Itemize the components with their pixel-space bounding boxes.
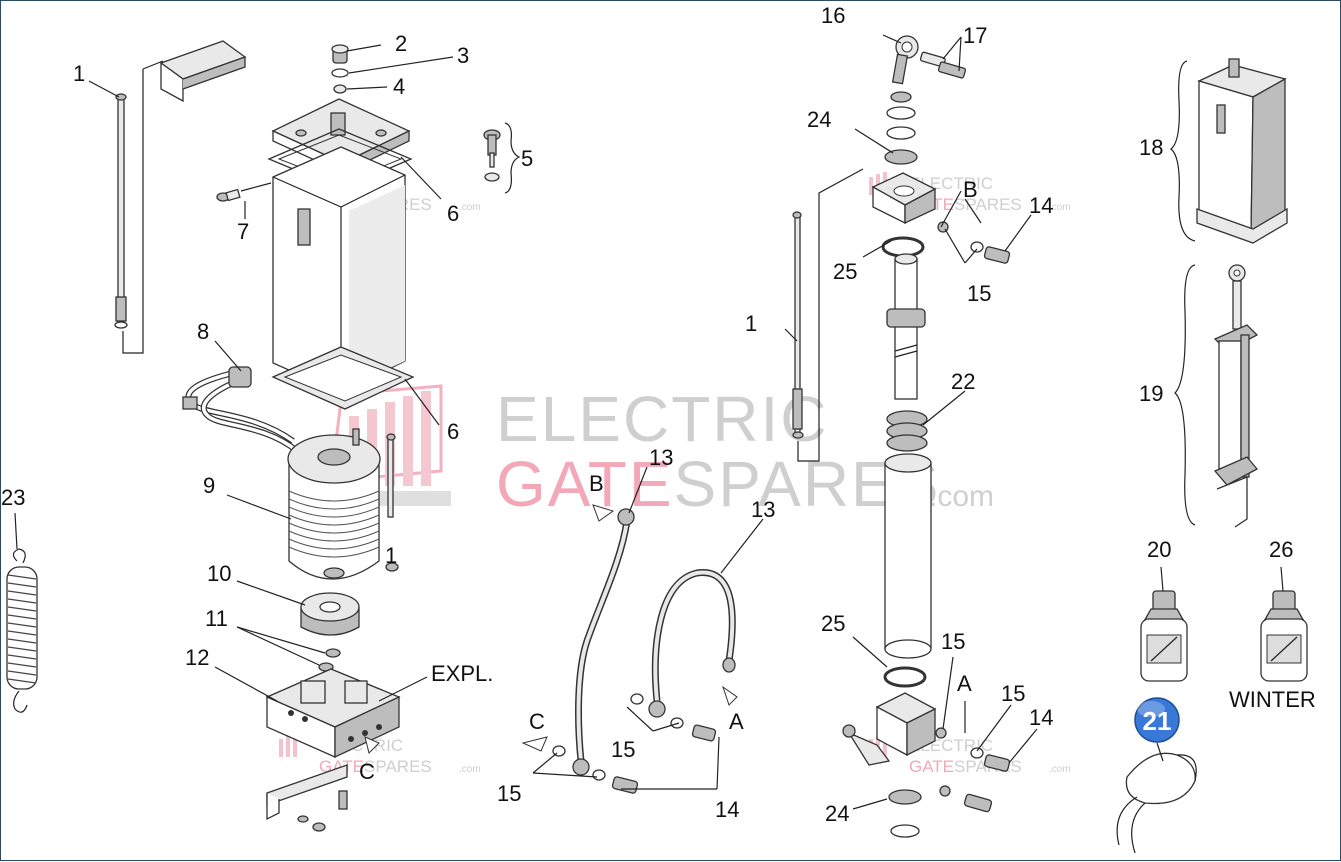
callout-8: 8 xyxy=(197,319,209,344)
callout-a-cylinder: A xyxy=(957,671,972,696)
callout-22: 22 xyxy=(951,369,975,394)
callout-3: 3 xyxy=(457,43,469,68)
watermark-small-4-suffix: .com xyxy=(1049,764,1071,775)
callout-25-top: 25 xyxy=(833,259,857,284)
callout-c-manifold: C xyxy=(359,759,375,784)
callout-15-hose-lower: 15 xyxy=(497,781,521,806)
callout-13-left: 13 xyxy=(649,445,673,470)
part-motor xyxy=(287,428,399,580)
watermark-small-3-spares: SPARES xyxy=(364,757,432,776)
part-rod-end xyxy=(891,35,919,85)
callout-b-cylinder: B xyxy=(963,177,978,202)
callout-2: 2 xyxy=(395,31,407,56)
part-cylinder-tube xyxy=(884,453,932,659)
part-tie-rod-right xyxy=(792,168,864,462)
callout-16: 16 xyxy=(821,3,845,28)
callout-9: 9 xyxy=(203,473,215,498)
watermark-suffix: .com xyxy=(929,480,994,513)
part-gasket-bottom xyxy=(271,346,415,410)
part-bracket-top xyxy=(159,40,247,103)
badge-21-number: 21 xyxy=(1143,706,1172,736)
watermark-small-1-suffix: .com xyxy=(459,202,481,213)
callout-b-hose: B xyxy=(589,471,604,496)
part-capacitor xyxy=(1116,742,1197,854)
part-screw-group-5 xyxy=(483,122,521,194)
callout-23: 23 xyxy=(1,485,25,510)
part-upper-head xyxy=(871,172,937,225)
callout-20: 20 xyxy=(1147,537,1171,562)
part-screw-7 xyxy=(216,182,272,202)
part-hose-long xyxy=(572,508,635,776)
callout-15-bottom-upper: 15 xyxy=(941,629,965,654)
part-spring xyxy=(6,548,38,713)
part-lower-seals xyxy=(888,789,922,838)
part-o-ring-25-bottom xyxy=(883,666,927,688)
callout-4: 4 xyxy=(393,74,405,99)
part-oil-bottle-20 xyxy=(1140,590,1188,682)
part-bracket-bottom xyxy=(266,764,348,832)
callout-24-top: 24 xyxy=(807,107,831,132)
watermark-small-4-gate: GATE xyxy=(909,757,954,776)
callout-7: 7 xyxy=(237,219,249,244)
part-hose-loop xyxy=(648,569,736,718)
callout-1-motor: 1 xyxy=(385,543,397,568)
watermark-line1: ELECTRIC xyxy=(496,383,829,455)
label-expl: EXPL. xyxy=(431,661,493,686)
part-lower-fittings xyxy=(935,727,1011,813)
callout-17: 17 xyxy=(963,23,987,48)
badge-21: 21 xyxy=(1134,697,1180,743)
callout-14-top: 14 xyxy=(1029,193,1053,218)
part-power-pack-complete xyxy=(1170,58,1288,244)
watermark-small-3-suffix: .com xyxy=(459,764,481,775)
part-oil-bottle-26 xyxy=(1260,590,1308,682)
watermark-gate: GATE xyxy=(496,448,674,520)
callout-c-hose: C xyxy=(529,709,545,734)
callout-10: 10 xyxy=(207,561,231,586)
callout-25-bottom: 25 xyxy=(821,611,845,636)
callout-12: 12 xyxy=(185,645,209,670)
callout-15-hose-upper: 15 xyxy=(611,737,635,762)
part-piston-seals-22 xyxy=(886,410,928,452)
watermark-small-2-spares: SPARES xyxy=(954,195,1022,214)
callout-a-hose: A xyxy=(729,709,744,734)
callout-15-top: 15 xyxy=(967,281,991,306)
watermark-line2: GATESPARES xyxy=(496,448,940,520)
part-lower-head xyxy=(842,692,937,766)
callout-6-top: 6 xyxy=(447,201,459,226)
part-vent-screw xyxy=(331,44,349,94)
callout-14-hose: 14 xyxy=(715,797,739,822)
callout-19: 19 xyxy=(1139,381,1163,406)
part-pump xyxy=(300,592,360,636)
part-cable-connector xyxy=(182,366,299,454)
callout-1-cylinder: 1 xyxy=(745,311,757,336)
part-piston-rod xyxy=(886,253,926,400)
callout-5: 5 xyxy=(521,146,533,171)
callout-14-bottom: 14 xyxy=(1029,705,1053,730)
label-winter: WINTER xyxy=(1229,687,1316,712)
watermark-small-2-suffix: .com xyxy=(1049,202,1071,213)
callout-18: 18 xyxy=(1139,135,1163,160)
part-manifold-block xyxy=(265,668,401,759)
part-ram-complete xyxy=(1174,264,1259,528)
part-reservoir-tank xyxy=(272,146,406,394)
part-upper-fittings xyxy=(937,221,1011,264)
part-upper-seals xyxy=(884,91,918,165)
arrow-markers-hoses xyxy=(364,504,738,754)
callout-6-bottom: 6 xyxy=(447,419,459,444)
callout-1-left: 1 xyxy=(73,61,85,86)
part-bolts-17 xyxy=(919,51,967,79)
callout-15-bottom: 15 xyxy=(1001,681,1025,706)
callout-11: 11 xyxy=(205,606,228,631)
callout-labels: 1 2 3 4 5 6 7 8 6 9 1 10 11 12 EXPL. C 2… xyxy=(1,3,1316,826)
part-o-ring-25-top xyxy=(881,236,925,258)
callout-24-bottom: 24 xyxy=(825,801,849,826)
part-tie-rod-left xyxy=(114,60,164,354)
callout-26: 26 xyxy=(1269,537,1293,562)
callout-13-right: 13 xyxy=(751,497,775,522)
leader-lines xyxy=(14,34,1284,810)
